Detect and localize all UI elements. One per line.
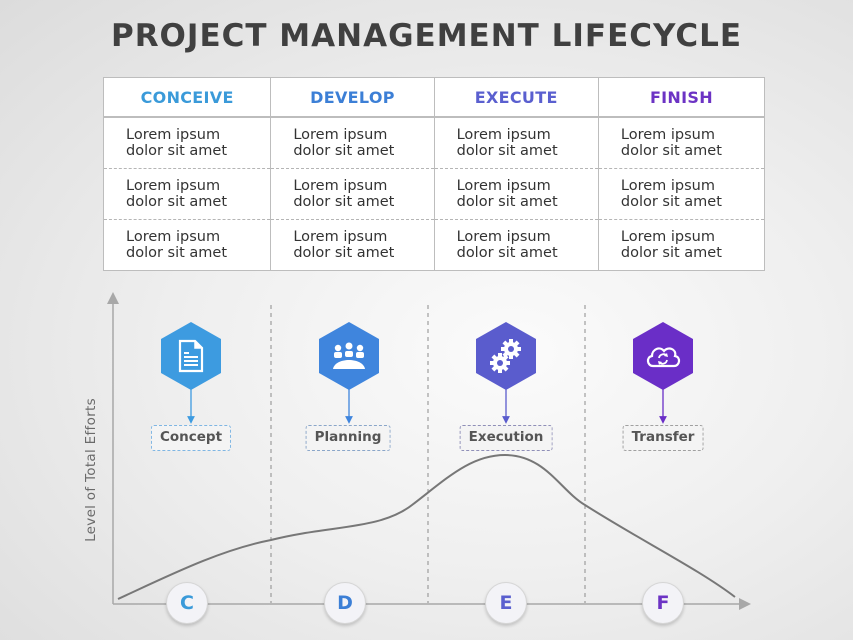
- phase-dividers: [270, 305, 586, 603]
- phase-label-execution: Execution: [459, 425, 553, 451]
- phase-label-transfer: Transfer: [622, 425, 704, 451]
- phase-marker-e: E: [485, 582, 527, 624]
- phase-marker-c: C: [166, 582, 208, 624]
- transfer-hexagon: [633, 322, 693, 390]
- effort-curve: [117, 453, 736, 600]
- header-finish: FINISH: [597, 77, 765, 118]
- header-conceive: CONCEIVE: [103, 77, 271, 118]
- planning-hexagon: [319, 322, 379, 390]
- phase-label-planning: Planning: [305, 425, 391, 451]
- header-execute: EXECUTE: [433, 77, 599, 118]
- lifecycle-table: CONCEIVE DEVELOP EXECUTE FINISH Lorem ip…: [103, 77, 765, 271]
- phase-label-concept: Concept: [150, 425, 232, 451]
- page-title: PROJECT MANAGEMENT LIFECYCLE: [110, 18, 743, 54]
- table-header-row: CONCEIVE DEVELOP EXECUTE FINISH: [103, 77, 765, 118]
- y-axis-label: Level of Total Efforts: [83, 398, 99, 542]
- cloud-sync-icon: [646, 347, 681, 368]
- phase-marker-d: D: [324, 582, 366, 624]
- meeting-group-icon: [333, 342, 365, 369]
- gears-icon: [490, 339, 521, 373]
- execution-hexagon: [476, 322, 536, 390]
- header-develop: DEVELOP: [270, 77, 435, 118]
- concept-hexagon: [161, 322, 221, 390]
- document-icon: [178, 339, 204, 373]
- phase-marker-f: F: [642, 582, 684, 624]
